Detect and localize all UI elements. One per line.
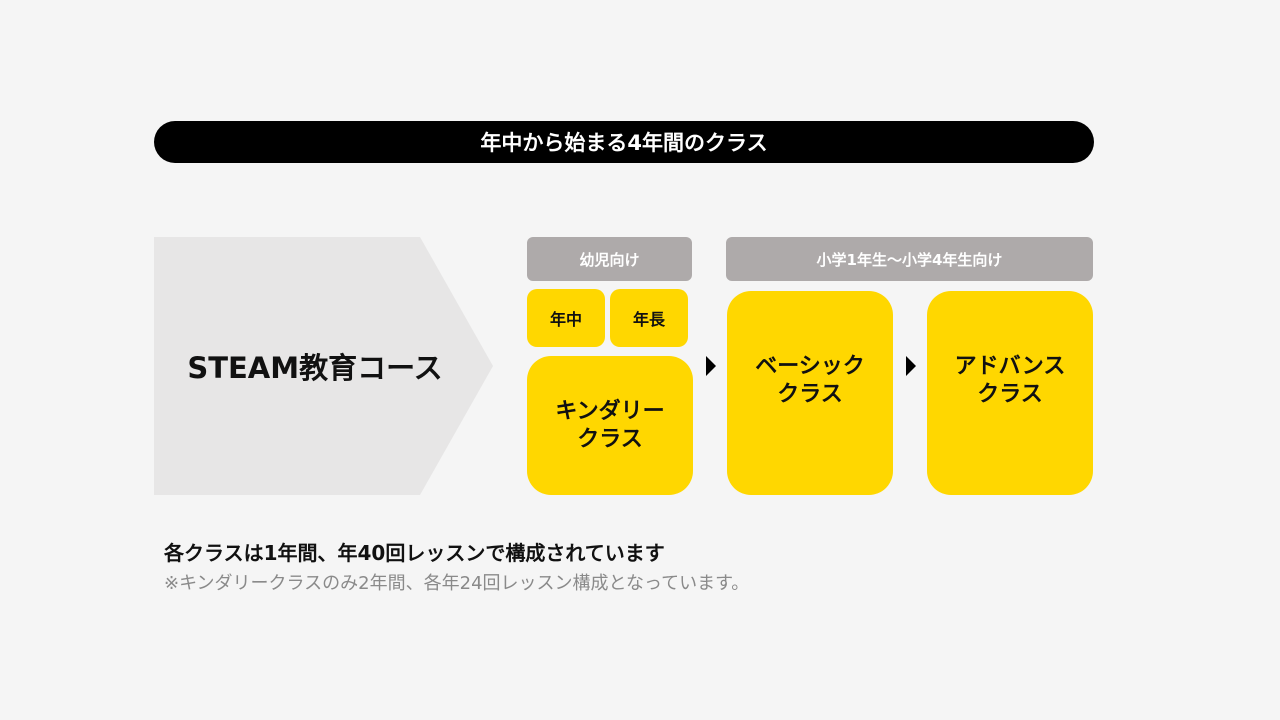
arrow-right-icon — [706, 356, 716, 376]
class-name-line1: キンダリー — [555, 398, 665, 424]
class-name-line1: ベーシック — [755, 354, 865, 379]
note-sub: ※キンダリークラスのみ2年間、各年24回レッスン構成となっています。 — [164, 573, 750, 594]
class-name-line2: クラス — [777, 382, 843, 407]
chevron-shape-icon — [154, 237, 493, 495]
note-main: 各クラスは1年間、年40回レッスンで構成されています — [164, 541, 665, 565]
class-name-line1: アドバンス — [954, 354, 1066, 379]
class-box-kindergarten: キンダリー クラス — [527, 356, 693, 495]
group-tag-elementary: 小学1年生〜小学4年生向け — [726, 237, 1093, 281]
banner-title: 年中から始まる4年間のクラス — [480, 131, 768, 155]
course-label: STEAM教育コース — [187, 351, 443, 385]
course-chevron: STEAM教育コース — [154, 237, 494, 495]
class-name-line2: クラス — [977, 382, 1043, 407]
group-tag-label: 小学1年生〜小学4年生向け — [816, 250, 1003, 269]
class-box-advanced: アドバンス クラス — [927, 291, 1093, 495]
class-box-basic: ベーシック クラス — [727, 291, 893, 495]
group-tag-label: 幼児向け — [579, 250, 640, 269]
age-box-nenchu: 年中 — [527, 289, 605, 347]
arrow-right-icon — [906, 356, 916, 376]
age-box-nencho: 年長 — [610, 289, 688, 347]
title-banner: 年中から始まる4年間のクラス — [154, 121, 1094, 163]
group-tag-preschool: 幼児向け — [527, 237, 692, 281]
class-name-line2: クラス — [577, 426, 643, 452]
age-box-label: 年中 — [549, 310, 582, 329]
age-box-label: 年長 — [632, 310, 665, 329]
